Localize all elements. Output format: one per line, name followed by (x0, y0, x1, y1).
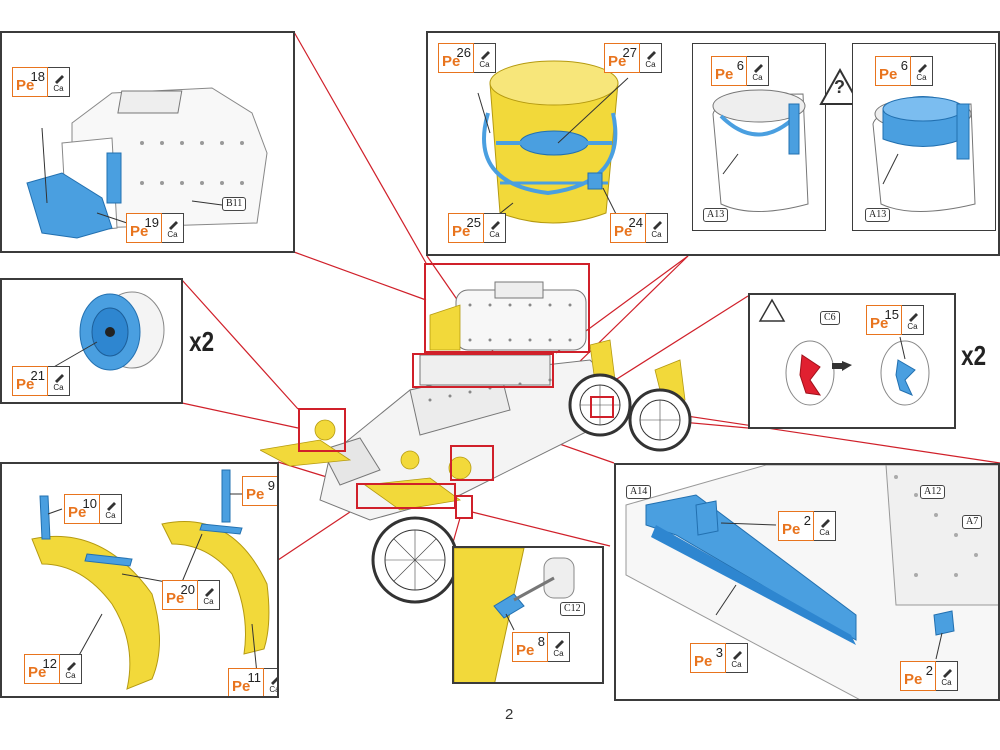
brush-icon (652, 220, 662, 230)
label-a12: A12 (920, 485, 946, 499)
bucket-fit-a-drawing (712, 89, 809, 212)
brush-icon (554, 639, 564, 649)
brush-icon (732, 650, 742, 660)
marker-hub (590, 396, 614, 418)
frame-drawing (625, 465, 998, 699)
bucket-drawing (477, 60, 629, 224)
warning-question-icon (819, 67, 861, 105)
label-c6: C6 (820, 311, 840, 325)
lamp-drawing (51, 291, 165, 371)
step-drawing (454, 548, 575, 682)
brush-icon (646, 50, 656, 60)
label-a13-a: A13 (703, 208, 729, 222)
marker-step (455, 495, 473, 519)
brush-icon (106, 501, 116, 511)
hub-multiplier: x2 (961, 340, 987, 371)
marker-lamp (298, 408, 346, 452)
brush-icon (820, 518, 830, 528)
marker-fender (356, 483, 456, 509)
brush-icon (204, 587, 214, 597)
question-mark: ? (834, 77, 845, 97)
hub-drawing (758, 298, 930, 406)
brush-icon (270, 676, 277, 685)
label-a13-b: A13 (865, 208, 891, 222)
turret-drawing (26, 87, 268, 239)
brush-icon (66, 661, 76, 671)
lamp-multiplier: x2 (189, 326, 215, 357)
brush-icon (54, 74, 64, 84)
marker-turret (424, 263, 590, 353)
brush-icon (480, 50, 490, 60)
label-b11: B11 (222, 197, 247, 211)
brush-icon (168, 220, 178, 230)
tag-part-9: Pe9 Ca (242, 476, 277, 506)
marker-bucket (412, 353, 554, 388)
brush-icon (917, 63, 927, 73)
brush-icon (753, 63, 763, 73)
label-a14: A14 (626, 485, 652, 499)
page-number: 2 (505, 706, 514, 723)
brush-icon (54, 373, 64, 383)
label-a7: A7 (962, 515, 983, 529)
bucket-fit-b-drawing (872, 96, 976, 212)
brush-icon (490, 220, 500, 230)
brush-icon (908, 312, 918, 322)
brush-icon (942, 668, 952, 678)
marker-box (450, 445, 494, 481)
fenders-drawing (31, 469, 270, 690)
label-c12: C12 (560, 602, 585, 616)
